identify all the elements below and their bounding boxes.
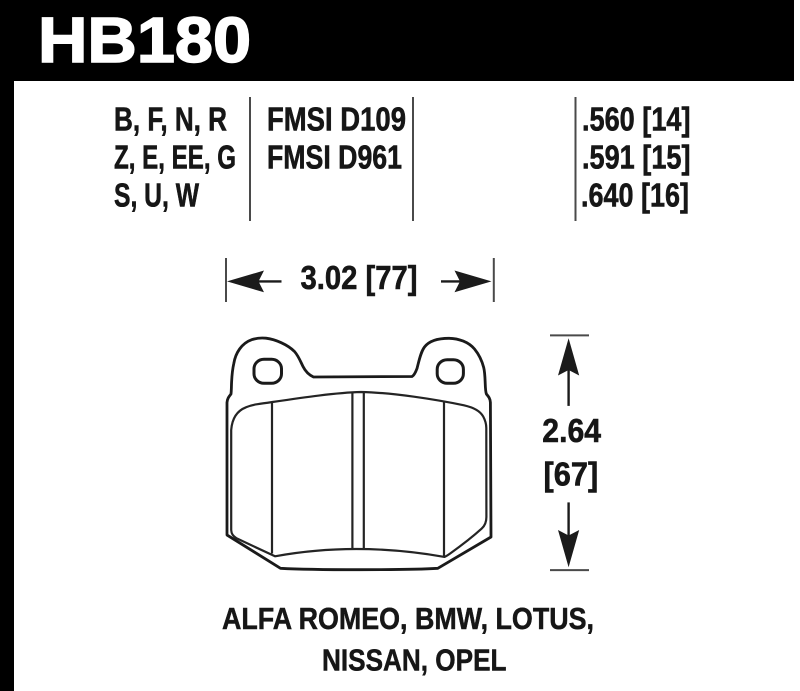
svg-text:.591 [15]: .591 [15]: [582, 140, 691, 177]
svg-text:NISSAN, OPEL: NISSAN, OPEL: [322, 643, 507, 678]
svg-text:B, F, N, R: B, F, N, R: [114, 102, 227, 139]
svg-text:2.64: 2.64: [542, 413, 601, 450]
svg-text:HB180: HB180: [38, 4, 251, 76]
svg-text:.640 [16]: .640 [16]: [581, 178, 689, 215]
svg-text:[67]: [67]: [544, 457, 599, 494]
svg-text:.560 [14]: .560 [14]: [582, 102, 691, 139]
svg-text:ALFA ROMEO, BMW, LOTUS,: ALFA ROMEO, BMW, LOTUS,: [222, 601, 594, 636]
svg-text:FMSI D961: FMSI D961: [267, 140, 402, 177]
svg-text:FMSI D109: FMSI D109: [267, 102, 406, 139]
svg-text:3.02 [77]: 3.02 [77]: [301, 260, 418, 297]
svg-text:S, U, W: S, U, W: [114, 178, 199, 215]
svg-text:Z, E, EE, G: Z, E, EE, G: [114, 140, 236, 177]
